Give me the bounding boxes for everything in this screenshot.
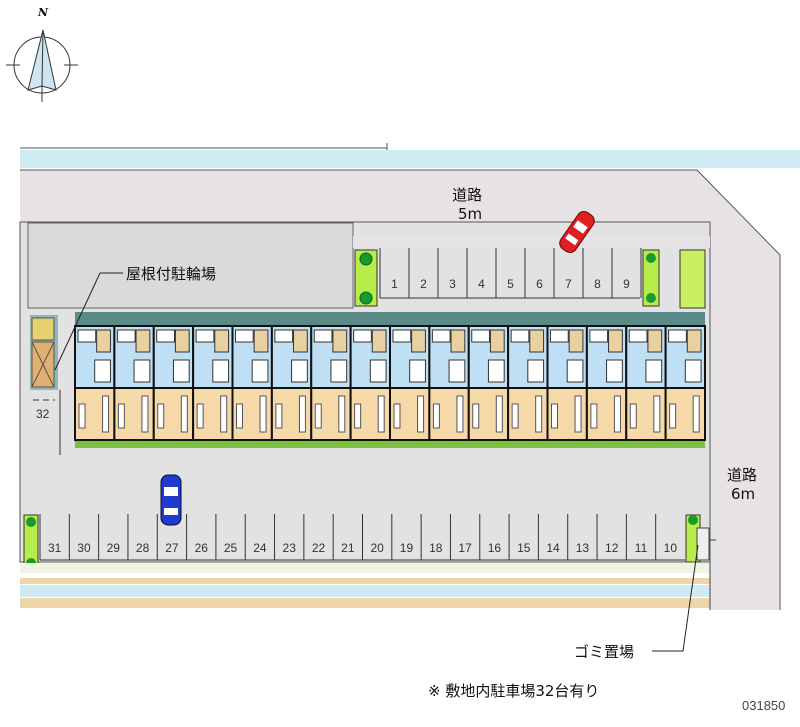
parking-space-1: 1 <box>391 277 398 291</box>
parking-space-14: 14 <box>546 541 560 555</box>
garbage-label: ゴミ置場 <box>574 643 635 661</box>
apartment-unit <box>625 325 667 441</box>
apartment-building <box>74 312 706 448</box>
parking-space-26: 26 <box>195 541 209 555</box>
parking-row-bottom: 31 30 29 28 27 26 25 24 23 22 21 20 19 18 17 16 15 14 13 12… <box>39 514 685 561</box>
planter <box>642 249 660 307</box>
parking-space-9: 9 <box>623 277 630 291</box>
apartment-unit <box>507 325 549 441</box>
road-name: 道路 <box>452 186 483 204</box>
apartment-unit <box>310 325 352 441</box>
parking-space-17: 17 <box>458 541 472 555</box>
apartment-unit <box>152 325 195 441</box>
bicycle-parking-label: 屋根付駐輪場 <box>126 265 217 283</box>
parking-space-31: 31 <box>48 541 62 555</box>
parking-space-28: 28 <box>136 541 150 555</box>
parking-space-20: 20 <box>370 541 384 555</box>
parking-space-19: 19 <box>400 541 414 555</box>
car-icon-blue <box>160 474 182 526</box>
planter <box>679 249 706 309</box>
road-width: 6m <box>731 485 756 503</box>
parking-space-10: 10 <box>664 541 678 555</box>
parking-space-29: 29 <box>107 541 121 555</box>
neighbor-building <box>27 222 354 309</box>
apartment-unit <box>192 325 234 441</box>
parking-space-23: 23 <box>283 541 297 555</box>
parking-space-32: 32 <box>36 407 50 421</box>
parking-space-11: 11 <box>635 541 648 555</box>
parking-space-18: 18 <box>429 541 443 555</box>
car-icon-red <box>559 211 595 253</box>
apartment-unit <box>428 325 470 441</box>
road-area <box>20 170 780 610</box>
apartment-unit <box>231 325 273 441</box>
waterway <box>20 585 710 597</box>
road-label-north: 道路 5m <box>452 186 482 224</box>
apartment-unit <box>664 325 706 441</box>
parking-space-25: 25 <box>224 541 238 555</box>
parking-space-21: 21 <box>341 541 355 555</box>
parking-space-2: 2 <box>420 277 427 291</box>
apartment-unit <box>113 325 155 441</box>
property-code: 031850 <box>742 698 786 713</box>
parking-space-16: 16 <box>488 541 502 555</box>
apartment-unit <box>349 325 391 441</box>
parking-space-30: 30 <box>77 541 91 555</box>
parking-space-27: 27 <box>165 541 179 555</box>
apartment-unit <box>270 325 313 441</box>
compass-north-label: N <box>38 6 49 19</box>
parking-space-15: 15 <box>517 541 531 555</box>
planter <box>354 249 378 307</box>
apartment-unit <box>74 325 116 441</box>
road-width: 5m <box>458 205 483 223</box>
road-label-east: 道路 6m <box>727 466 757 504</box>
apartment-unit <box>546 325 588 441</box>
garbage-station <box>696 527 710 561</box>
parking-space-7: 7 <box>565 277 572 291</box>
apartment-unit <box>585 325 628 441</box>
waterway <box>20 150 800 168</box>
road-name: 道路 <box>727 466 758 484</box>
compass-icon <box>6 29 78 102</box>
apartment-unit <box>389 325 431 441</box>
parking-space-6: 6 <box>536 277 543 291</box>
apartment-unit <box>467 325 510 441</box>
parking-space-12: 12 <box>605 541 619 555</box>
parking-space-8: 8 <box>594 277 601 291</box>
parking-note: ※ 敷地内駐車場32台有り <box>428 682 600 700</box>
parking-space-4: 4 <box>478 277 485 291</box>
parking-space-24: 24 <box>253 541 267 555</box>
parking-row-top: 1 2 3 4 5 6 7 8 9 <box>379 248 642 299</box>
parking-space-3: 3 <box>449 277 456 291</box>
parking-space-13: 13 <box>576 541 590 555</box>
parking-space-22: 22 <box>312 541 326 555</box>
parking-space-5: 5 <box>507 277 514 291</box>
